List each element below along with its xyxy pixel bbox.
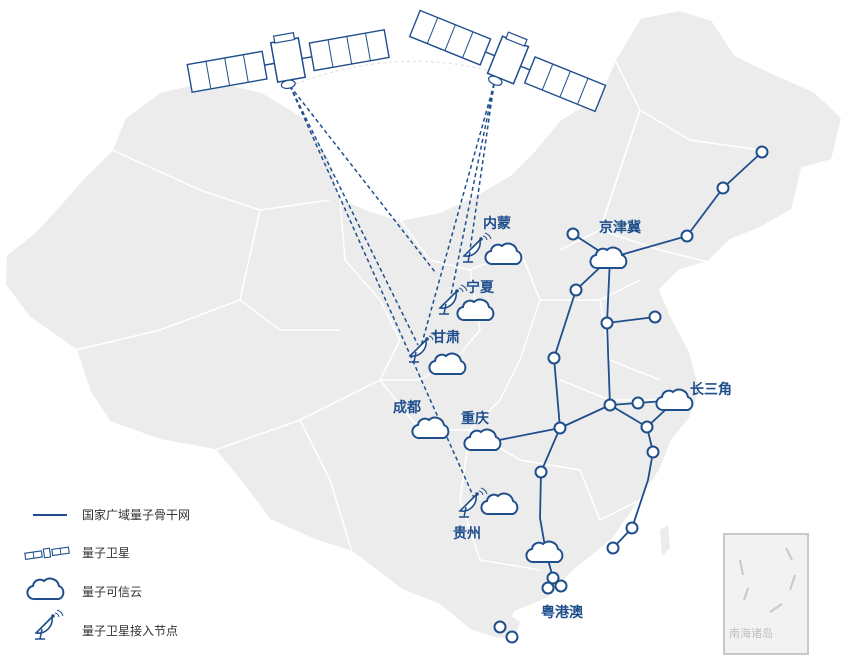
satellite-icon xyxy=(408,9,607,113)
satellite-beams xyxy=(289,83,495,501)
network-nodes xyxy=(493,145,769,644)
legend-cloud-label: 量子可信云 xyxy=(82,585,142,599)
south-china-sea-inset: 南海诸岛 xyxy=(723,533,809,655)
node-circle-icon xyxy=(600,316,614,330)
node-circle-icon xyxy=(648,310,662,324)
satellite-icon xyxy=(186,29,390,93)
node-circle-icon xyxy=(554,579,568,593)
label-neimeng: 内蒙 xyxy=(483,215,511,232)
legend-satellite-label: 量子卫星 xyxy=(82,546,130,560)
label-yuegangao: 粤港澳 xyxy=(541,604,584,621)
node-circle-icon xyxy=(716,181,730,195)
node-circle-icon xyxy=(569,283,583,297)
node-circle-icon xyxy=(553,421,567,435)
legend-backbone-label: 国家广域量子骨干网 xyxy=(82,507,190,522)
node-circle-icon xyxy=(625,521,639,535)
legend-ground-station-label: 量子卫星接入节点 xyxy=(82,623,178,638)
node-circle-icon xyxy=(631,396,645,410)
inset-label: 南海诸岛 xyxy=(729,626,773,640)
satellite-dish-icon xyxy=(34,609,64,640)
node-circle-icon xyxy=(534,465,548,479)
node-circle-icon xyxy=(505,630,519,644)
node-circle-icon xyxy=(546,571,560,585)
china-map-outline xyxy=(3,8,844,642)
node-circle-icon xyxy=(606,541,620,555)
node-circle-icon xyxy=(603,398,617,412)
node-circle-icon xyxy=(541,581,555,595)
map-legend: 国家广域量子骨干网 量子卫星 量子可信云 量子卫星接入节点 xyxy=(24,507,190,640)
node-circle-icon xyxy=(547,351,561,365)
node-circle-icon xyxy=(493,620,507,634)
node-circle-icon xyxy=(640,420,654,434)
node-circle-icon xyxy=(680,229,694,243)
label-chengdu: 成都 xyxy=(393,399,421,416)
label-chongqing: 重庆 xyxy=(461,410,489,427)
node-circle-icon xyxy=(566,227,580,241)
label-guizhou: 贵州 xyxy=(453,525,481,542)
label-changsanjiao: 长三角 xyxy=(690,381,732,398)
node-circle-icon xyxy=(646,445,660,459)
satellite-icon xyxy=(24,546,70,560)
label-gansu: 甘肃 xyxy=(432,329,460,346)
node-circle-icon xyxy=(755,145,769,159)
label-jingjinji: 京津冀 xyxy=(599,219,641,236)
label-ningxia: 宁夏 xyxy=(466,279,495,296)
cloud-icon xyxy=(26,577,65,601)
